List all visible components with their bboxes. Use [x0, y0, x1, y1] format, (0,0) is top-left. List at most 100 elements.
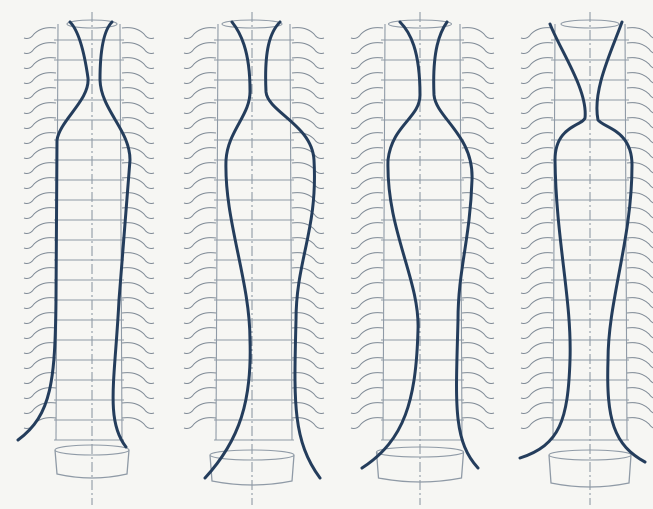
rib-tick-left: [521, 73, 553, 84]
rib-tick-left: [521, 118, 553, 129]
rib-tick-right: [292, 103, 324, 114]
profile-outline-right: [266, 22, 320, 478]
rib-tick-left: [24, 418, 56, 429]
frame-line-right: [290, 24, 292, 440]
rib-tick-left: [184, 328, 216, 339]
rib-tick-right: [627, 388, 653, 399]
rib-tick-left: [521, 58, 553, 69]
rib-tick-right: [122, 58, 154, 69]
rib-tick-right: [627, 358, 653, 369]
rib-tick-left: [521, 418, 553, 429]
rib-tick-left: [184, 418, 216, 429]
profile-outline-right: [434, 22, 478, 468]
rib-tick-left: [24, 343, 56, 354]
rib-tick-left: [184, 238, 216, 249]
rib-tick-right: [292, 253, 324, 264]
rib-tick-right: [462, 283, 494, 294]
rib-tick-left: [351, 103, 383, 114]
rib-tick-right: [462, 418, 494, 429]
rib-tick-left: [351, 223, 383, 234]
rib-tick-right: [122, 268, 154, 279]
rib-tick-right: [462, 328, 494, 339]
rib-tick-left: [351, 43, 383, 54]
grid-group: [214, 12, 294, 505]
rib-tick-right: [627, 118, 653, 129]
rib-tick-left: [184, 343, 216, 354]
rib-tick-right: [627, 103, 653, 114]
rib-tick-left: [184, 43, 216, 54]
rib-tick-left: [184, 403, 216, 414]
rib-tick-left: [24, 193, 56, 204]
rib-tick-left: [24, 298, 56, 309]
rib-tick-left: [24, 328, 56, 339]
rib-tick-left: [184, 73, 216, 84]
rib-tick-left: [521, 358, 553, 369]
rib-tick-left: [351, 118, 383, 129]
rib-tick-left: [521, 313, 553, 324]
rib-tick-left: [521, 163, 553, 174]
rib-tick-right: [462, 388, 494, 399]
rib-tick-right: [462, 118, 494, 129]
frame-line-left: [553, 24, 555, 440]
rib-tick-left: [521, 43, 553, 54]
rib-tick-right: [462, 253, 494, 264]
rib-tick-right: [462, 103, 494, 114]
frame-line-left: [216, 24, 218, 440]
rib-tick-left: [351, 208, 383, 219]
rib-tick-right: [292, 373, 324, 384]
profile-outline-left: [18, 22, 88, 440]
rib-tick-right: [627, 88, 653, 99]
rib-tick-right: [462, 58, 494, 69]
rib-tick-left: [521, 28, 553, 39]
rib-tick-left: [351, 88, 383, 99]
rib-group: [521, 28, 653, 429]
rib-tick-left: [184, 373, 216, 384]
rib-tick-left: [184, 253, 216, 264]
rib-tick-right: [627, 58, 653, 69]
rib-tick-right: [122, 418, 154, 429]
bold-outline-group: [18, 22, 130, 447]
rib-tick-right: [122, 253, 154, 264]
rib-tick-left: [24, 358, 56, 369]
rib-tick-left: [351, 283, 383, 294]
rib-tick-left: [24, 253, 56, 264]
rib-tick-right: [627, 223, 653, 234]
rib-tick-right: [292, 28, 324, 39]
rib-tick-left: [24, 148, 56, 159]
rib-tick-left: [351, 253, 383, 264]
rib-tick-right: [122, 118, 154, 129]
rib-tick-left: [184, 148, 216, 159]
rib-tick-left: [24, 103, 56, 114]
rib-tick-left: [24, 403, 56, 414]
rib-tick-right: [292, 163, 324, 174]
rib-tick-right: [627, 313, 653, 324]
rib-tick-left: [184, 283, 216, 294]
rib-tick-right: [122, 238, 154, 249]
rib-tick-left: [521, 193, 553, 204]
rib-tick-right: [122, 373, 154, 384]
rib-tick-right: [462, 163, 494, 174]
rib-tick-right: [627, 328, 653, 339]
bold-outline-group: [205, 22, 320, 478]
rib-tick-left: [184, 193, 216, 204]
rib-tick-right: [122, 28, 154, 39]
rib-tick-right: [462, 208, 494, 219]
frame-line-right: [120, 24, 122, 440]
rib-tick-right: [462, 178, 494, 189]
rib-tick-left: [521, 403, 553, 414]
rib-tick-right: [462, 193, 494, 204]
rib-tick-left: [24, 223, 56, 234]
rib-tick-right: [122, 73, 154, 84]
rib-tick-right: [627, 403, 653, 414]
frame-line-right: [460, 24, 462, 440]
rib-tick-left: [521, 103, 553, 114]
rib-tick-right: [627, 43, 653, 54]
diagram-panel-3: [351, 12, 494, 505]
rib-tick-right: [122, 148, 154, 159]
rib-tick-right: [462, 403, 494, 414]
rib-tick-right: [462, 313, 494, 324]
rib-tick-left: [521, 343, 553, 354]
rib-tick-left: [24, 208, 56, 219]
rib-tick-left: [351, 28, 383, 39]
